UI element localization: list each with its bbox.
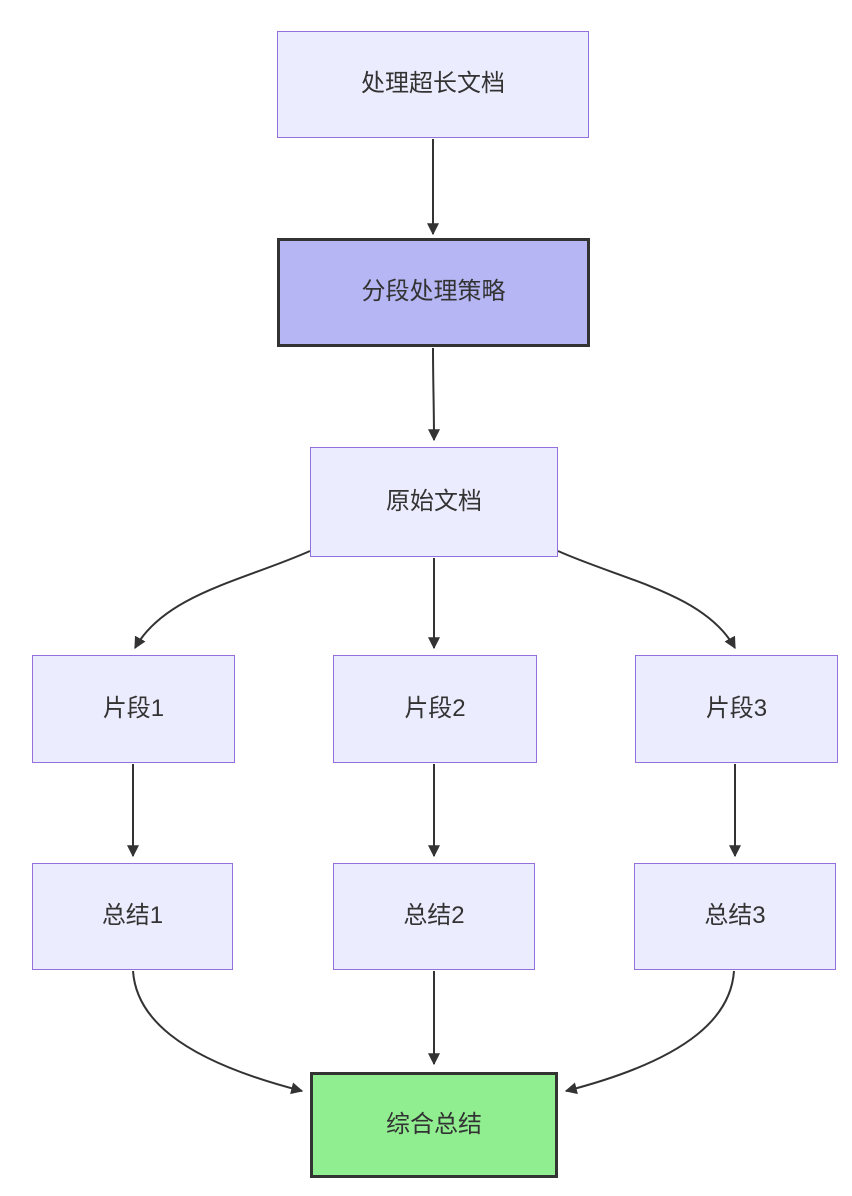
edge-c-d1 — [134, 550, 311, 650]
node-fragment-2: 片段2 — [333, 655, 537, 763]
edge-c-d3 — [557, 550, 736, 650]
node-label: 片段2 — [404, 694, 466, 722]
node-label: 总结1 — [101, 902, 164, 930]
node-combined-summary: 综合总结 — [310, 1072, 558, 1178]
node-label: 片段1 — [102, 694, 165, 722]
node-fragment-1: 片段1 — [32, 655, 235, 763]
node-original-document: 原始文档 — [310, 447, 558, 557]
edge-b-c — [427, 347, 440, 442]
edge-e3-f — [564, 970, 735, 1095]
node-label: 总结2 — [403, 902, 465, 930]
node-process-long-document: 处理超长文档 — [277, 31, 589, 138]
node-label: 处理超长文档 — [361, 70, 505, 98]
node-segmentation-strategy: 分段处理策略 — [277, 238, 590, 347]
node-summary-3: 总结3 — [634, 863, 836, 970]
node-summary-1: 总结1 — [32, 863, 233, 970]
node-label: 片段3 — [705, 694, 768, 722]
edge-e1-f — [132, 970, 304, 1095]
node-label: 总结3 — [704, 902, 766, 930]
node-label: 分段处理策略 — [361, 278, 506, 306]
node-label: 原始文档 — [386, 487, 482, 515]
node-label: 综合总结 — [386, 1110, 482, 1138]
node-fragment-3: 片段3 — [635, 655, 838, 763]
node-summary-2: 总结2 — [333, 863, 535, 970]
